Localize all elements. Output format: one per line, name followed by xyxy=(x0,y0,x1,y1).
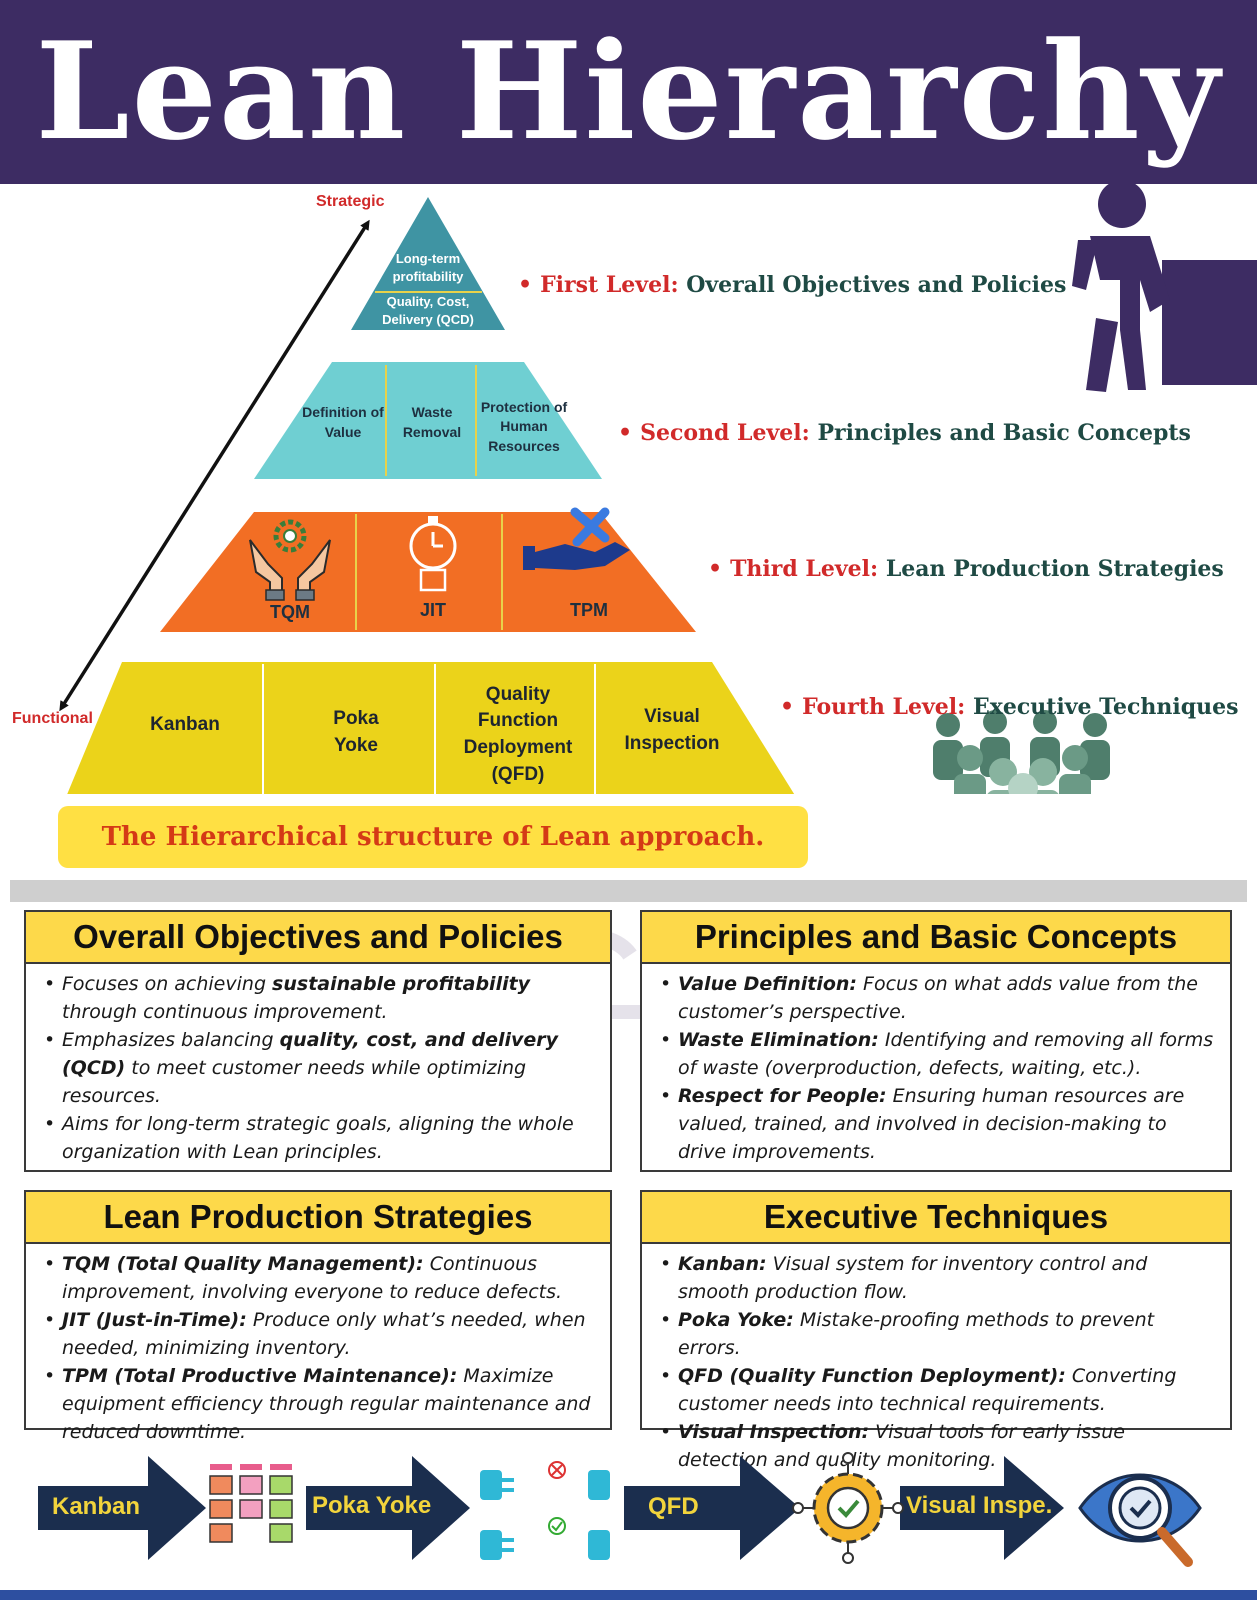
level-label-third: •Third Level: Lean Production Strategies xyxy=(708,556,1224,582)
eye-magnifier-icon xyxy=(1078,1473,1202,1567)
list-item: Aims for long-term strategic goals, alig… xyxy=(44,1110,596,1166)
flow-arrow-kanban xyxy=(38,1456,206,1560)
box-principles: Principles and Basic Concepts Value Defi… xyxy=(640,910,1232,1172)
box-strategies-title: Lean Production Strategies xyxy=(24,1190,612,1244)
box-principles-list: Value Definition: Focus on what adds val… xyxy=(660,970,1216,1166)
strategic-label: Strategic xyxy=(316,193,385,210)
flow-label-visual-inspection: Visual Inspe. xyxy=(906,1492,1053,1519)
caption-banner: The Hierarchical structure of Lean appro… xyxy=(58,806,808,868)
crowd-icon xyxy=(933,710,1110,794)
pyramid-l2-human-resources: Protection of Human Resources xyxy=(480,398,568,454)
box-objectives: Overall Objectives and Policies Focuses … xyxy=(24,910,612,1172)
pyramid-l1-profitability: Long-term profitability xyxy=(392,250,464,284)
box-strategies-list: TQM (Total Quality Management): Continuo… xyxy=(44,1250,596,1446)
process-flow xyxy=(38,1452,1202,1567)
flow-arrow-poka-yoke xyxy=(306,1456,470,1560)
footer-bar xyxy=(0,1590,1257,1600)
pyramid-level-1 xyxy=(351,197,505,330)
box-techniques-title: Executive Techniques xyxy=(640,1190,1232,1244)
pyramid-l2-waste: Waste Removal xyxy=(402,404,462,440)
flow-label-poka-yoke: Poka Yoke xyxy=(312,1492,432,1519)
box-objectives-title: Overall Objectives and Policies xyxy=(24,910,612,964)
level-label-first: •First Level: Overall Objectives and Pol… xyxy=(518,272,1067,298)
flow-arrow-visual xyxy=(900,1456,1064,1560)
list-item: TQM (Total Quality Management): Continuo… xyxy=(44,1250,596,1306)
pyramid-l3-tpm: TPM xyxy=(570,600,608,621)
section-divider xyxy=(10,880,1247,902)
list-item: TPM (Total Productive Maintenance): Maxi… xyxy=(44,1362,596,1446)
list-item: Poka Yoke: Mistake-proofing methods to p… xyxy=(660,1306,1216,1362)
box-strategies: Lean Production Strategies TQM (Total Qu… xyxy=(24,1190,612,1443)
plug-connector-icon xyxy=(480,1461,610,1560)
list-item: Waste Elimination: Identifying and remov… xyxy=(660,1026,1216,1082)
standing-person-icon xyxy=(1072,184,1257,392)
list-item: Emphasizes balancing quality, cost, and … xyxy=(44,1026,596,1110)
box-objectives-list: Focuses on achieving sustainable profita… xyxy=(44,970,596,1166)
pyramid-l4-qfd: Quality Function Deployment (QFD) xyxy=(463,683,573,785)
level-label-fourth: •Fourth Level: Executive Techniques xyxy=(780,694,1239,720)
list-item: JIT (Just-in-Time): Produce only what’s … xyxy=(44,1306,596,1362)
pyramid-l3-jit: JIT xyxy=(419,600,446,621)
list-item: Respect for People: Ensuring human resou… xyxy=(660,1082,1216,1166)
flow-arrow-qfd xyxy=(624,1456,800,1560)
pyramid-diagram xyxy=(59,184,1257,794)
hand-wrench-icon xyxy=(523,507,630,570)
header-banner: Lean Hierarchy xyxy=(0,0,1257,184)
level-label-second: •Second Level: Principles and Basic Conc… xyxy=(618,420,1191,446)
hands-gear-icon xyxy=(249,519,331,601)
pyramid-l4-poka-yoke: Poka Yoke xyxy=(333,708,379,756)
box-principles-title: Principles and Basic Concepts xyxy=(640,910,1232,964)
list-item: Focuses on achieving sustainable profita… xyxy=(44,970,596,1026)
flow-label-kanban: Kanban xyxy=(52,1493,141,1520)
list-item: Visual Inspection: Visual tools for earl… xyxy=(660,1418,1216,1474)
box-techniques: Executive Techniques Kanban: Visual syst… xyxy=(640,1190,1232,1471)
pyramid-l3-tqm: TQM xyxy=(270,602,310,623)
kanban-board-icon xyxy=(209,1464,293,1543)
list-item: Value Definition: Focus on what adds val… xyxy=(660,970,1216,1026)
pyramid-l4-kanban: Kanban xyxy=(150,713,220,735)
functional-label: Functional xyxy=(12,710,93,727)
list-item: Kanban: Visual system for inventory cont… xyxy=(660,1250,1216,1306)
strategic-functional-arrow xyxy=(59,219,370,712)
pyramid-l2-value: Definition of Value xyxy=(302,404,384,440)
box-techniques-list: Kanban: Visual system for inventory cont… xyxy=(660,1250,1216,1474)
flow-label-qfd: QFD xyxy=(648,1493,699,1520)
pyramid-l1-qcd: Quality, Cost, Delivery (QCD) xyxy=(382,293,474,327)
page-title: Lean Hierarchy xyxy=(35,12,1222,170)
stopwatch-box-icon xyxy=(409,516,457,592)
gear-check-icon xyxy=(792,1452,904,1564)
list-item: QFD (Quality Function Deployment): Conve… xyxy=(660,1362,1216,1418)
pyramid-l4-visual-inspection: Visual Inspection xyxy=(624,706,720,754)
